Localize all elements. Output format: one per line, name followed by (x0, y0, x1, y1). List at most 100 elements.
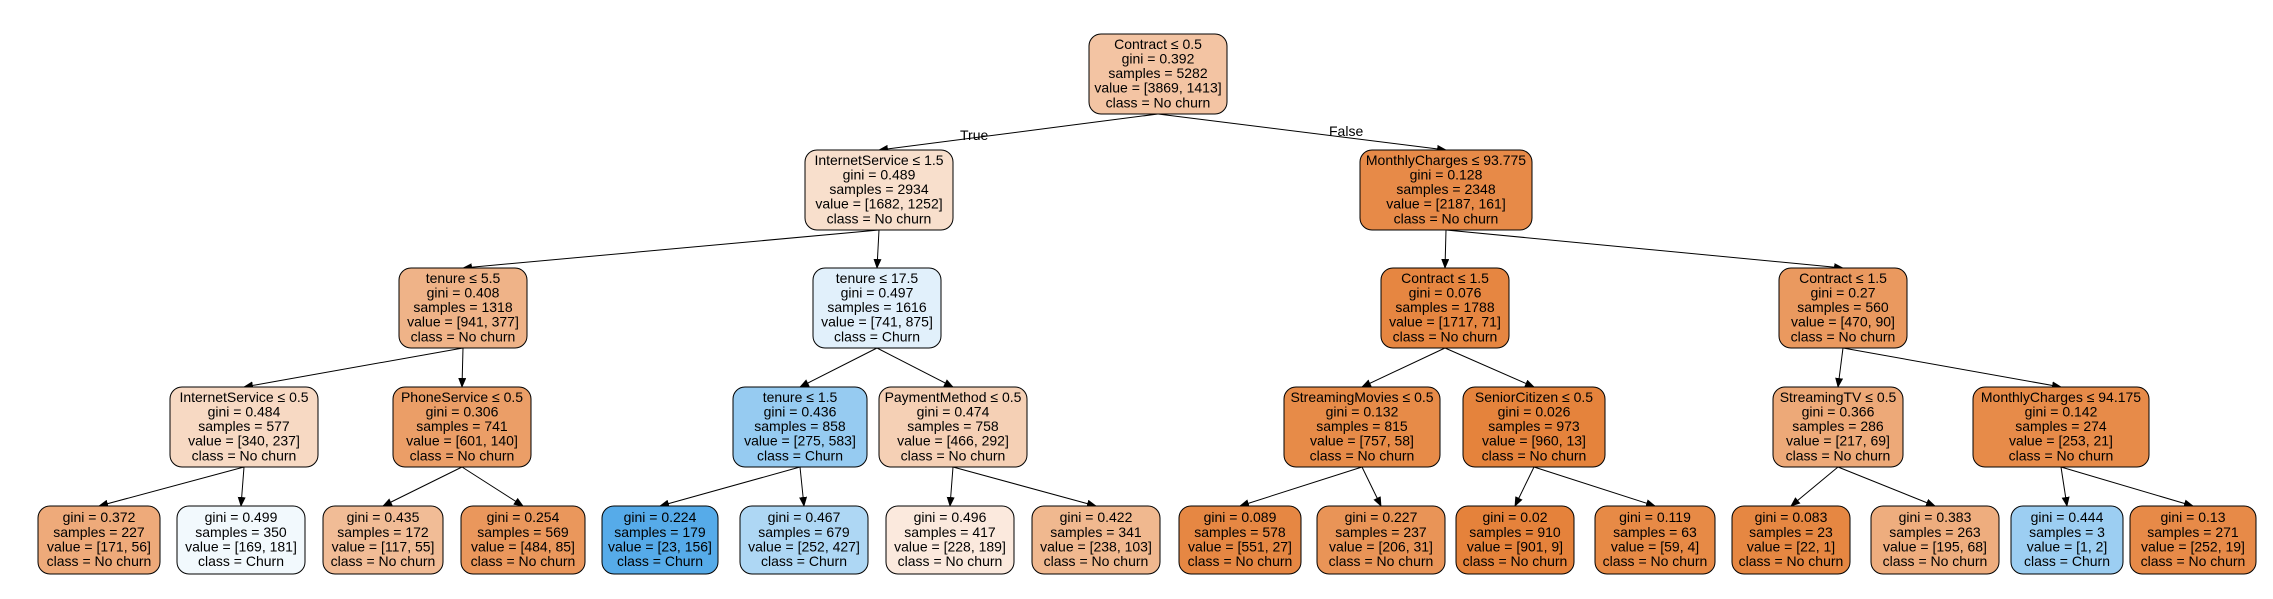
node-text-line: samples = 286 (1792, 418, 1884, 434)
node-text-line: samples = 350 (195, 524, 287, 540)
node-text-line: class = No churn (192, 447, 297, 463)
edge-n12-n25 (1514, 466, 1535, 507)
node-box (878, 386, 1028, 468)
node-text-line: gini = 0.436 (764, 403, 837, 419)
edge-n2-n6 (1445, 229, 1844, 272)
node-text-line: InternetService ≤ 0.5 (179, 389, 308, 405)
node-text-line: tenure ≤ 5.5 (426, 270, 501, 286)
node-text-line: value = [1682, 1252] (815, 196, 942, 212)
node-text-line: class = No churn (2009, 447, 2114, 463)
node-text-line: samples = 179 (614, 524, 706, 540)
node-text-line: gini = 0.13 (2161, 509, 2226, 525)
node-text-line: value = [59, 4] (1611, 538, 1699, 554)
node-text-line: class = No churn (471, 553, 576, 569)
node-box (804, 149, 954, 231)
node-box (1359, 149, 1533, 231)
node-text-line: gini = 0.489 (843, 166, 916, 182)
node-text-line: gini = 0.132 (1326, 403, 1399, 419)
node-text-line: samples = 172 (337, 524, 429, 540)
node-text-line: value = [117, 55] (332, 538, 435, 554)
node-text-line: samples = 23 (1749, 524, 1833, 540)
edge-n10-n21 (946, 466, 955, 507)
node-text-line: class = No churn (901, 447, 1006, 463)
node-text-line: value = [1717, 71] (1389, 314, 1501, 330)
node-box (176, 505, 306, 575)
node-text-line: value = [1, 2] (2027, 538, 2108, 554)
node-text-line: class = No churn (47, 553, 152, 569)
node-text-line: gini = 0.02 (1483, 509, 1548, 525)
node-text-line: gini = 0.227 (1345, 509, 1418, 525)
node-text-line: class = No churn (1310, 447, 1415, 463)
node-text-line: value = [466, 292] (897, 433, 1009, 449)
node-text-line: samples = 973 (1488, 418, 1580, 434)
node-text-line: gini = 0.119 (1619, 509, 1691, 525)
node-text-line: samples = 63 (1613, 524, 1697, 540)
edge-label-true: True (960, 127, 988, 143)
node-text-line: class = No churn (411, 328, 516, 344)
node-text-line: samples = 560 (1797, 299, 1889, 315)
edge-n9-n20 (799, 466, 808, 507)
edge-n14-n29 (2060, 466, 2070, 507)
edge-n0-n1 (878, 113, 1159, 153)
node-text-line: InternetService ≤ 1.5 (814, 152, 943, 168)
node-text-line: samples = 1616 (827, 299, 926, 315)
edge-n14-n30 (2060, 466, 2194, 508)
node-text-line: MonthlyCharges ≤ 93.775 (1366, 152, 1526, 168)
node-text-line: Contract ≤ 0.5 (1114, 36, 1202, 52)
node-text-line: gini = 0.422 (1060, 509, 1133, 525)
edge-n8-n17 (382, 466, 463, 507)
node-text-line: samples = 2348 (1396, 181, 1495, 197)
edge-n1-n4 (873, 229, 882, 269)
node-text-line: StreamingMovies ≤ 0.5 (1290, 389, 1433, 405)
node-text-line: gini = 0.254 (487, 509, 560, 525)
node-text-line: gini = 0.083 (1755, 509, 1828, 525)
node-text-line: gini = 0.372 (63, 509, 136, 525)
node-box (2129, 505, 2257, 575)
node-text-line: class = Churn (834, 328, 920, 344)
node-box (732, 386, 868, 468)
node-text-line: value = [22, 1] (1747, 538, 1835, 554)
edge-n5-n12 (1444, 347, 1535, 388)
node-text-line: gini = 0.026 (1498, 403, 1571, 419)
node-text-line: samples = 263 (1889, 524, 1981, 540)
edge-n7-n16 (237, 466, 246, 507)
node-text-line: samples = 237 (1335, 524, 1427, 540)
node-text-line: value = [340, 237] (188, 433, 300, 449)
node-text-line: class = No churn (1393, 328, 1498, 344)
node-box (885, 505, 1015, 575)
node-text-line: class = Churn (761, 553, 847, 569)
node-text-line: value = [253, 21] (2009, 433, 2113, 449)
edge-n0-n2 (1157, 113, 1447, 153)
node-text-line: value = [941, 377] (407, 314, 519, 330)
edge-n3-n7 (243, 347, 464, 390)
node-text-line: value = [23, 156] (608, 538, 712, 554)
edge-n6-n13 (1835, 347, 1844, 388)
node-text-line: Contract ≤ 1.5 (1799, 270, 1887, 286)
node-text-line: class = No churn (1786, 447, 1891, 463)
node-text-line: value = [470, 90] (1791, 314, 1895, 330)
node-text-line: value = [741, 875] (821, 314, 933, 330)
node-box (1316, 505, 1446, 575)
node-text-line: gini = 0.497 (841, 284, 914, 300)
node-text-line: gini = 0.467 (768, 509, 841, 525)
edge-n13-n28 (1837, 466, 1936, 507)
node-text-line: value = [757, 58] (1310, 433, 1414, 449)
node-text-line: class = No churn (1603, 553, 1708, 569)
node-box (812, 267, 942, 349)
